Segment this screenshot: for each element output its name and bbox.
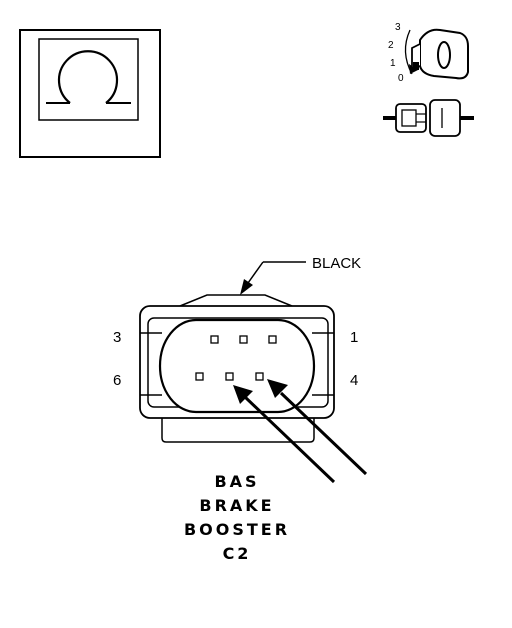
ignition-key-icon: 3 2 1 0	[388, 22, 469, 84]
pin-cavity	[225, 372, 234, 381]
ignition-position-2: 2	[388, 40, 394, 51]
pin-cavities	[195, 335, 277, 381]
ignition-position-3: 3	[395, 22, 401, 33]
pin-label-top-right: 1	[350, 329, 358, 346]
ohm-icon	[46, 50, 131, 104]
pin-cavity	[268, 335, 277, 344]
pin-label-top-left: 3	[113, 329, 121, 346]
connector-body	[139, 294, 335, 443]
ignition-position-1: 1	[390, 58, 396, 69]
pin-cavity	[195, 372, 204, 381]
probe-arrow	[267, 379, 368, 476]
pin-cavity	[255, 372, 264, 381]
disconnected-connector-icon	[383, 99, 474, 137]
title-line-1: BAS	[214, 472, 259, 491]
title-line-4: C2	[223, 544, 252, 563]
ignition-position-0: 0	[398, 73, 404, 84]
pin-label-bottom-left: 6	[113, 372, 121, 389]
wire-color-label: BLACK	[312, 255, 361, 272]
probe-arrow	[233, 385, 336, 484]
pin-cavity	[210, 335, 219, 344]
wire-color-callout: BLACK	[240, 255, 361, 295]
ohmmeter-panel	[19, 29, 161, 158]
connector-title: BAS BRAKE BOOSTER C2	[184, 472, 290, 563]
title-line-3: BOOSTER	[184, 520, 290, 539]
pin-label-bottom-right: 4	[350, 372, 358, 389]
pin-cavity	[239, 335, 248, 344]
title-line-2: BRAKE	[199, 496, 274, 515]
